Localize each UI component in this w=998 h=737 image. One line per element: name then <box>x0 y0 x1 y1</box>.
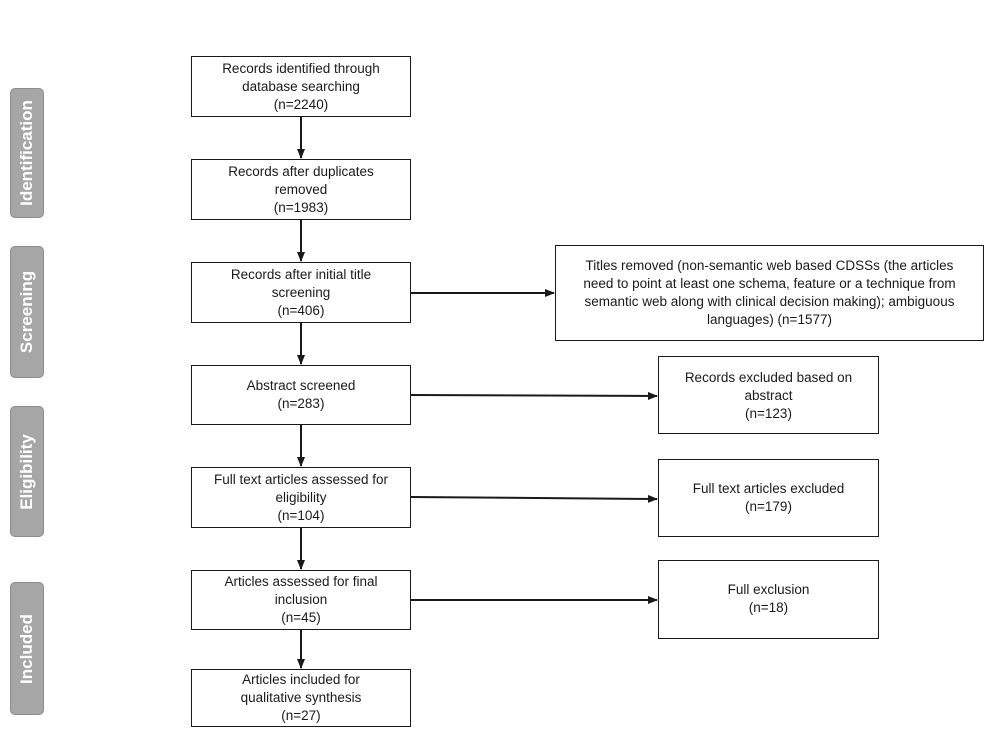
box-text-line: (n=45) <box>281 610 321 625</box>
box-text-line: Titles removed (non-semantic web based C… <box>585 258 954 273</box>
stage-label: Eligibility <box>17 433 36 510</box>
box-text-line: Records excluded based on <box>684 370 853 385</box>
box-records-identified: Records identified through database sear… <box>191 56 411 117</box>
box-text-line: database searching <box>242 78 360 94</box>
box-abstract-screened: Abstract screened (n=283) <box>191 365 411 425</box>
box-text-line: need to point at least one schema, featu… <box>583 276 956 291</box>
box-text-line: languages) (n=1577) <box>707 312 832 327</box>
box-full-exclusion: Full exclusion (n=18) <box>658 560 879 639</box>
box-text-line: semantic web along with clinical decisio… <box>584 294 955 309</box>
box-final-inclusion: Articles assessed for final inclusion (n… <box>191 570 411 630</box>
box-text-line: Full text articles assessed for <box>213 471 389 487</box>
box-text-line: Abstract screened <box>246 378 356 393</box>
box-text-line: (n=406) <box>277 302 325 318</box>
arrow-fulltext-to-excluded <box>410 494 658 503</box>
box-text-line: Records after duplicates <box>228 163 374 179</box>
box-title-screening: Records after initial title screening (n… <box>191 262 411 323</box>
box-full-text-excluded: Full text articles excluded (n=179) <box>658 459 879 537</box>
box-text-line: Full exclusion <box>727 582 810 597</box>
box-qualitative-synthesis: Articles included for qualitative synthe… <box>191 669 411 727</box>
box-text-line: qualitative synthesis <box>240 690 362 705</box>
stage-label: Identification <box>17 100 36 206</box>
box-text-line: Articles assessed for final <box>224 574 378 589</box>
box-text-line: inclusion <box>274 592 328 607</box>
stage-label: Screening <box>17 270 36 354</box>
box-text-line: Records after initial title <box>230 266 372 282</box>
box-text-line: (n=123) <box>745 406 792 421</box>
box-text-line: Articles included for <box>242 672 360 687</box>
stage-eligibility: Eligibility <box>10 406 44 537</box>
box-text-line: (n=1983) <box>273 199 329 215</box>
box-after-duplicates: Records after duplicates removed (n=1983… <box>191 159 411 220</box>
stage-screening: Screening <box>10 246 44 378</box>
box-text-line: (n=18) <box>748 600 789 615</box>
box-text-line: abstract <box>744 388 793 403</box>
box-excluded-abstract: Records excluded based on abstract (n=12… <box>658 356 879 434</box>
stage-identification: Identification <box>10 88 44 218</box>
box-text-line: (n=2240) <box>273 96 329 112</box>
box-text-line: eligibility <box>275 489 327 505</box>
box-text-line: Full text articles excluded <box>692 481 845 496</box>
box-text-line: (n=104) <box>277 507 325 523</box>
box-text-line: removed <box>274 181 328 197</box>
box-text-line: screening <box>271 284 331 300</box>
stage-included: Included <box>10 582 44 715</box>
arrow-abstract-to-excluded <box>410 391 658 400</box>
box-text-line: (n=179) <box>745 499 792 514</box>
box-titles-removed: Titles removed (non-semantic web based C… <box>555 245 984 341</box>
stage-label: Included <box>17 613 36 684</box>
box-full-text-assessed: Full text articles assessed for eligibil… <box>191 467 411 528</box>
box-text-line: (n=27) <box>281 708 321 723</box>
box-text-line: Records identified through <box>222 60 380 76</box>
box-text-line: (n=283) <box>277 396 325 411</box>
